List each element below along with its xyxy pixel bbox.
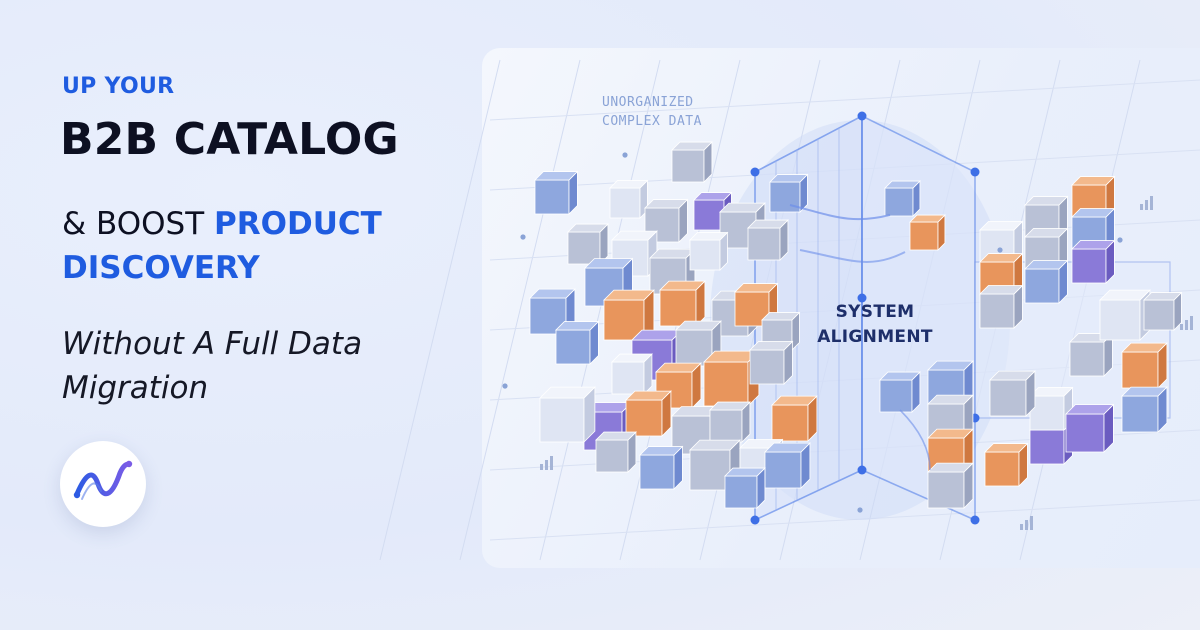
bar-chart-icon [1180,324,1183,330]
grid-line [489,79,1200,121]
frame-node [750,515,760,525]
bar-chart-icon [1150,196,1153,210]
aligned-data-cube [1024,259,1069,304]
unorganized-data-cube [555,320,600,365]
brand-logo[interactable] [60,441,146,527]
bar-chart-icon [1140,204,1143,210]
aligned-data-cube [769,173,809,213]
grid-line [379,59,501,561]
unorganized-data-cube [603,289,655,341]
unorganized-data-cube [659,280,706,327]
grid-line [539,59,661,561]
system-alignment-label: SYSTEM ALIGNMENT [815,300,935,350]
data-flow-arrow [789,204,891,221]
bar-chart-icon [540,464,543,470]
connector-dot [520,234,526,240]
unorganized-data-cube [709,401,751,443]
unorganized-data-cube [655,362,702,409]
alignment-label-line1: SYSTEM [835,302,915,322]
unorganized-data-cube [609,179,649,219]
subline-accent-product: PRODUCT [214,206,382,242]
data-flow-arrow [799,249,906,263]
connector-dot [1117,237,1123,243]
connector-dot [502,383,508,389]
aligned-data-cube [979,284,1024,329]
unorganized-data-cube [567,223,609,265]
aligned-data-cube [879,371,921,413]
aligned-data-cube [909,214,946,251]
subline-prefix: & BOOST [62,206,205,242]
connector-dot [997,247,1003,253]
bar-chart-icon [1190,316,1193,330]
unorganized-data-cube [771,395,818,442]
bar-chart-icon [1145,200,1148,210]
unorganized-data-cube [749,340,794,385]
unorganized-data-cube [595,431,637,473]
grid-line [459,59,581,561]
aligned-data-cube [1069,332,1114,377]
aligned-data-cube [1024,227,1069,272]
bar-chart-icon [1030,516,1033,530]
aligned-data-cube [1071,239,1116,284]
bar-chart-icon [1025,520,1028,530]
bar-chart-icon [545,460,548,470]
unorganized-data-cube [639,445,684,490]
grid-line [489,499,1200,541]
aligned-data-cube [1065,403,1115,453]
unorganized-label-line2: COMPLEX DATA [602,114,702,129]
unorganized-data-cube [539,386,596,443]
headline: B2B CATALOG [60,114,399,165]
bar-chart-icon [550,456,553,470]
aligned-data-cube [1121,386,1168,433]
frame-node [970,515,980,525]
frame-node [970,167,980,177]
aligned-data-cube [1143,291,1183,331]
unorganized-data-cube [724,467,766,509]
frame-node [857,465,867,475]
aligned-data-cube [1029,386,1074,431]
subline-accent-discovery: DISCOVERY [62,250,260,286]
data-flow-arrow [899,409,931,471]
unorganized-data-cube [625,390,672,437]
unorganized-label-line1: UNORGANIZED [602,95,694,110]
connector-dot [622,152,628,158]
aligned-data-cube [1121,342,1168,389]
aligned-data-cube [984,442,1029,487]
bar-chart-icon [1020,524,1023,530]
eyebrow-text: UP YOUR [62,74,175,99]
frame-node [857,111,867,121]
frame-node [750,167,760,177]
wave-logo-icon [73,460,133,500]
frame-node [857,293,867,303]
subheadline: & BOOST PRODUCT DISCOVERY [62,202,462,290]
unorganized-data-label: UNORGANIZED COMPLEX DATA [602,93,742,131]
unorganized-data-cube [611,353,653,395]
aligned-data-cube [884,180,921,217]
aligned-data-cube [927,462,974,509]
unorganized-data-cube [534,170,579,215]
unorganized-data-cube [689,231,729,271]
unorganized-data-cube [764,442,811,489]
alignment-label-line2: ALIGNMENT [817,327,933,347]
connector-dot [857,507,863,513]
aligned-data-cube [989,370,1036,417]
aligned-data-cube [1099,289,1151,341]
bar-chart-icon [1185,320,1188,330]
unorganized-data-cube [671,141,713,183]
tagline: Without A Full Data Migration [62,326,363,406]
unorganized-data-cube [747,219,789,261]
